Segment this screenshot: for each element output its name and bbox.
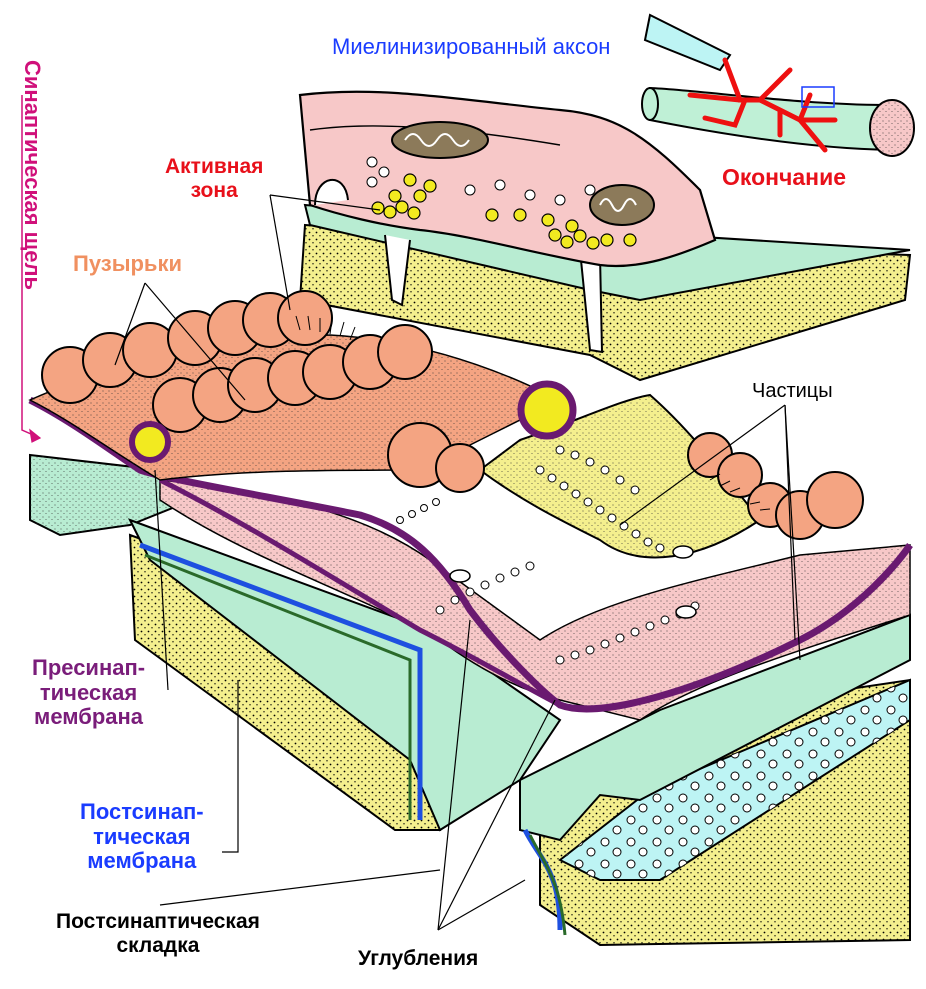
leader-lines <box>21 95 801 931</box>
membrane-active-zones <box>129 380 577 463</box>
upper-terminal-inset <box>298 90 912 382</box>
pipette <box>643 13 732 72</box>
label-presynaptic-membrane: Пресинап- тическая мембрана <box>32 655 146 730</box>
particle-rows <box>396 445 700 665</box>
label-ending: Окончание <box>722 164 847 190</box>
label-presynaptic-line1: Пресинап- <box>32 655 146 680</box>
label-myelinated-axon: Миелинизированный аксон <box>332 34 611 59</box>
label-presynaptic-line3: мембрана <box>34 704 144 730</box>
label-postsynaptic-fold-line2: складка <box>116 933 200 957</box>
label-postsynaptic-membrane: Постсинап- тическая мембрана <box>80 799 204 874</box>
large-vesicles <box>41 290 864 540</box>
label-active-zone: Активная зона <box>165 155 263 202</box>
label-postsynaptic-line2: тическая <box>93 823 191 849</box>
label-synaptic-cleft: Синаптическая щель <box>20 60 45 290</box>
zoom-region-box <box>801 86 835 108</box>
label-active-zone-line1: Активная <box>165 155 264 178</box>
lower-right-muscle-block <box>519 613 911 947</box>
myelinated-axon-shape <box>649 86 902 152</box>
mitochondrion-upper <box>391 121 489 159</box>
upper-fold-left <box>384 234 411 307</box>
label-postsynaptic-line3: мембрана <box>87 848 197 874</box>
label-postsynaptic-line1: Постсинап- <box>80 799 204 824</box>
label-postsynaptic-fold-line1: Постсинаптическая <box>56 910 260 933</box>
label-postsynaptic-fold: Постсинаптическая складка <box>56 910 260 957</box>
axon-terminal-branches <box>687 57 838 153</box>
right-green-plate <box>519 613 911 842</box>
postsynaptic-blue-line <box>139 542 423 820</box>
label-presynaptic-line2: тическая <box>39 679 138 705</box>
label-vesicles: Пузырьки <box>73 251 182 276</box>
left-muscle-block <box>29 453 562 832</box>
label-particles: Частицы <box>752 380 833 402</box>
label-active-zone-line2: зона <box>190 178 238 202</box>
fringe-hatching <box>295 315 771 511</box>
mitochondrion-lower <box>589 184 655 226</box>
axon-inset <box>641 13 915 157</box>
label-depressions: Углубления <box>358 947 479 970</box>
upper-fold-right <box>579 249 604 354</box>
active-zone-vesicles <box>371 173 637 250</box>
